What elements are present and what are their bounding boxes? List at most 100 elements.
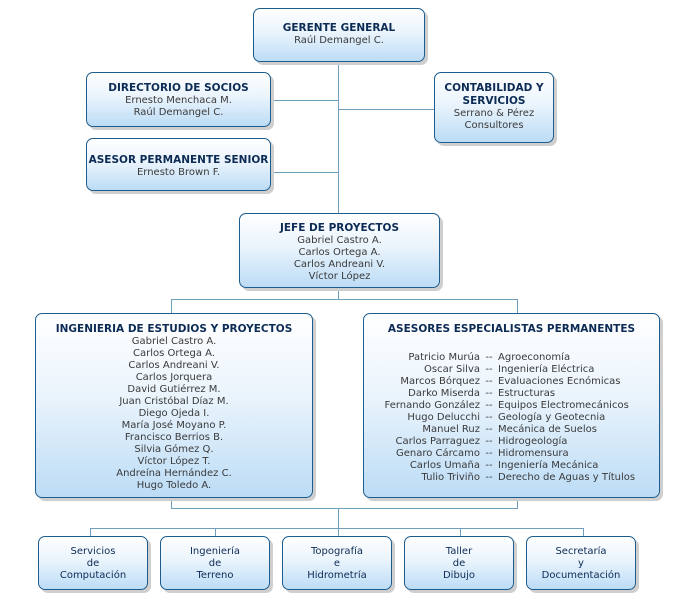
connector bbox=[338, 288, 339, 299]
node-member: Víctor López T. bbox=[137, 456, 211, 467]
node-member: Andreína Hernández C. bbox=[116, 468, 232, 479]
node-title: GERENTE GENERAL bbox=[282, 22, 396, 34]
node-asesores-especialistas[interactable]: ASESORES ESPECIALISTAS PERMANENTES Patri… bbox=[363, 313, 660, 498]
advisor-row: Carlos Umaña--Ingeniería Mecánica bbox=[364, 460, 659, 472]
advisor-row: Tulio Triviño -- Derecho de Aguas y Título… bbox=[364, 472, 659, 484]
advisor-separator: -- bbox=[485, 436, 493, 447]
connector bbox=[171, 498, 172, 508]
node-title: INGENIERIA DE ESTUDIOS Y PROYECTOS bbox=[55, 323, 293, 335]
advisor-name: Marcos Bórquez bbox=[400, 376, 480, 387]
connector bbox=[338, 109, 434, 110]
unit-label-line: Servicios bbox=[70, 546, 116, 557]
advisor-row: Patricio Murúa -- Agroeconomía bbox=[364, 352, 659, 364]
unit-label-line: Topografía bbox=[310, 546, 363, 557]
advisor-separator: -- bbox=[485, 424, 493, 435]
advisor-name: Oscar Silva bbox=[424, 364, 480, 375]
advisor-row: Oscar Silva -- Ingeniería Eléctrica bbox=[364, 364, 659, 376]
node-member: Gabriel Castro A. bbox=[297, 235, 382, 246]
node-member: Hugo Toledo A. bbox=[136, 480, 212, 491]
advisor-area: Hidrogeología bbox=[498, 436, 568, 447]
advisor-row: Fernando González--Equipos Electromecáni… bbox=[364, 400, 659, 412]
advisor-row: Manuel Ruz -- Mecánica de Suelos bbox=[364, 424, 659, 436]
node-title: CONTABILIDAD Y bbox=[444, 82, 544, 94]
node-member: Víctor López bbox=[308, 271, 371, 282]
node-member: Ernesto Brown F. bbox=[136, 167, 221, 178]
unit-label-line: de bbox=[452, 558, 466, 569]
node-asesor-permanente-senior[interactable]: ASESOR PERMANENTE SENIOR Ernesto Brown F… bbox=[86, 138, 271, 191]
connector bbox=[338, 528, 339, 536]
unit-label-line: Dibujo bbox=[442, 570, 476, 581]
node-title: SERVICIOS bbox=[462, 95, 526, 107]
node-member: Carlos Ortega A. bbox=[298, 247, 381, 258]
node-jefe-proyectos[interactable]: JEFE DE PROYECTOS Gabriel Castro A. Carl… bbox=[239, 213, 440, 288]
connector bbox=[517, 498, 518, 508]
advisor-name: Manuel Ruz bbox=[422, 424, 480, 435]
node-member: Silvia Gómez Q. bbox=[134, 444, 214, 455]
connector bbox=[583, 528, 584, 536]
unit-label-line: Computación bbox=[59, 570, 127, 581]
node-ingenieria-estudios-proyectos[interactable]: INGENIERIA DE ESTUDIOS Y PROYECTOS Gabri… bbox=[35, 313, 313, 498]
node-member: Consultores bbox=[464, 120, 524, 131]
unit-label-line: de bbox=[208, 558, 222, 569]
node-title: ASESOR PERMANENTE SENIOR bbox=[88, 154, 269, 166]
connector bbox=[460, 528, 461, 536]
member-list: Gabriel Castro A.Carlos Ortega A.Carlos … bbox=[36, 336, 312, 492]
node-member: Serrano & Pérez bbox=[453, 108, 535, 119]
advisor-separator: -- bbox=[485, 352, 493, 363]
unit-label-line: de bbox=[86, 558, 100, 569]
connector bbox=[460, 528, 583, 529]
connector bbox=[338, 508, 339, 528]
connector bbox=[171, 299, 518, 300]
connector bbox=[90, 528, 91, 536]
advisor-row: Marcos Bórquez--Evaluaciones Ecnómicas bbox=[364, 376, 659, 388]
node-member: Juan Cristóbal Díaz M. bbox=[119, 396, 229, 407]
advisor-row: Hugo Delucchi--Geología y Geotecnia bbox=[364, 412, 659, 424]
node-member: Raúl Demangel C. bbox=[294, 35, 384, 46]
advisor-area: Agroeconomía bbox=[498, 352, 571, 363]
node-member: Ernesto Menchaca M. bbox=[125, 95, 232, 106]
node-title: DIRECTORIO DE SOCIOS bbox=[108, 82, 249, 94]
node-directorio-socios[interactable]: DIRECTORIO DE SOCIOS Ernesto Menchaca M.… bbox=[86, 72, 271, 127]
advisor-area: Derecho de Aguas y Títulos bbox=[498, 472, 636, 483]
advisor-name: Genaro Cárcamo bbox=[395, 448, 480, 459]
advisor-area: Mecánica de Suelos bbox=[498, 424, 597, 435]
advisor-name: Patricio Murúa bbox=[408, 352, 480, 363]
node-member: Gabriel Castro A. bbox=[131, 336, 217, 347]
unit-label-line: Hidrometría bbox=[307, 570, 367, 581]
node-member: Carlos Andreani V. bbox=[128, 360, 220, 371]
node-title: ASESORES ESPECIALISTAS PERMANENTES bbox=[387, 323, 636, 335]
advisor-name: Carlos Parraguez bbox=[395, 436, 480, 447]
advisor-name: Darko Miserda bbox=[408, 388, 480, 399]
node-member: Carlos Ortega A. bbox=[132, 348, 216, 359]
node-contabilidad-servicios[interactable]: CONTABILIDAD Y SERVICIOS Serrano & Pérez… bbox=[434, 72, 554, 143]
advisor-area: Ingeniería Mecánica bbox=[498, 460, 599, 471]
advisor-name: Carlos Umaña bbox=[409, 460, 480, 471]
advisor-separator: -- bbox=[485, 388, 493, 399]
advisor-separator: -- bbox=[485, 400, 493, 411]
advisor-name: Tulio Triviño bbox=[421, 472, 480, 483]
advisor-area: Ingeniería Eléctrica bbox=[498, 364, 595, 375]
advisor-name: Fernando González bbox=[384, 400, 480, 411]
unit-label-line: Documentación bbox=[541, 570, 621, 581]
connector bbox=[271, 100, 338, 101]
node-member: Carlos Andreani V. bbox=[293, 259, 386, 270]
advisor-separator: -- bbox=[485, 364, 493, 375]
node-member: David Gutiérrez M. bbox=[127, 384, 221, 395]
advisor-separator: -- bbox=[485, 412, 493, 423]
node-gerente-general[interactable]: GERENTE GENERAL Raúl Demangel C. bbox=[253, 8, 425, 62]
advisor-separator: -- bbox=[485, 472, 493, 483]
unit-label-line: e bbox=[333, 558, 341, 569]
advisor-row: Darko Miserda -- Estructuras bbox=[364, 388, 659, 400]
unit-label-line: Secretaría bbox=[555, 546, 607, 557]
connector bbox=[271, 172, 338, 173]
advisor-area: Hidromensura bbox=[498, 448, 569, 459]
advisor-area: Estructuras bbox=[498, 388, 556, 399]
advisor-area: Evaluaciones Ecnómicas bbox=[498, 376, 621, 387]
advisor-row: Carlos Parraguez -- Hidrogeología bbox=[364, 436, 659, 448]
